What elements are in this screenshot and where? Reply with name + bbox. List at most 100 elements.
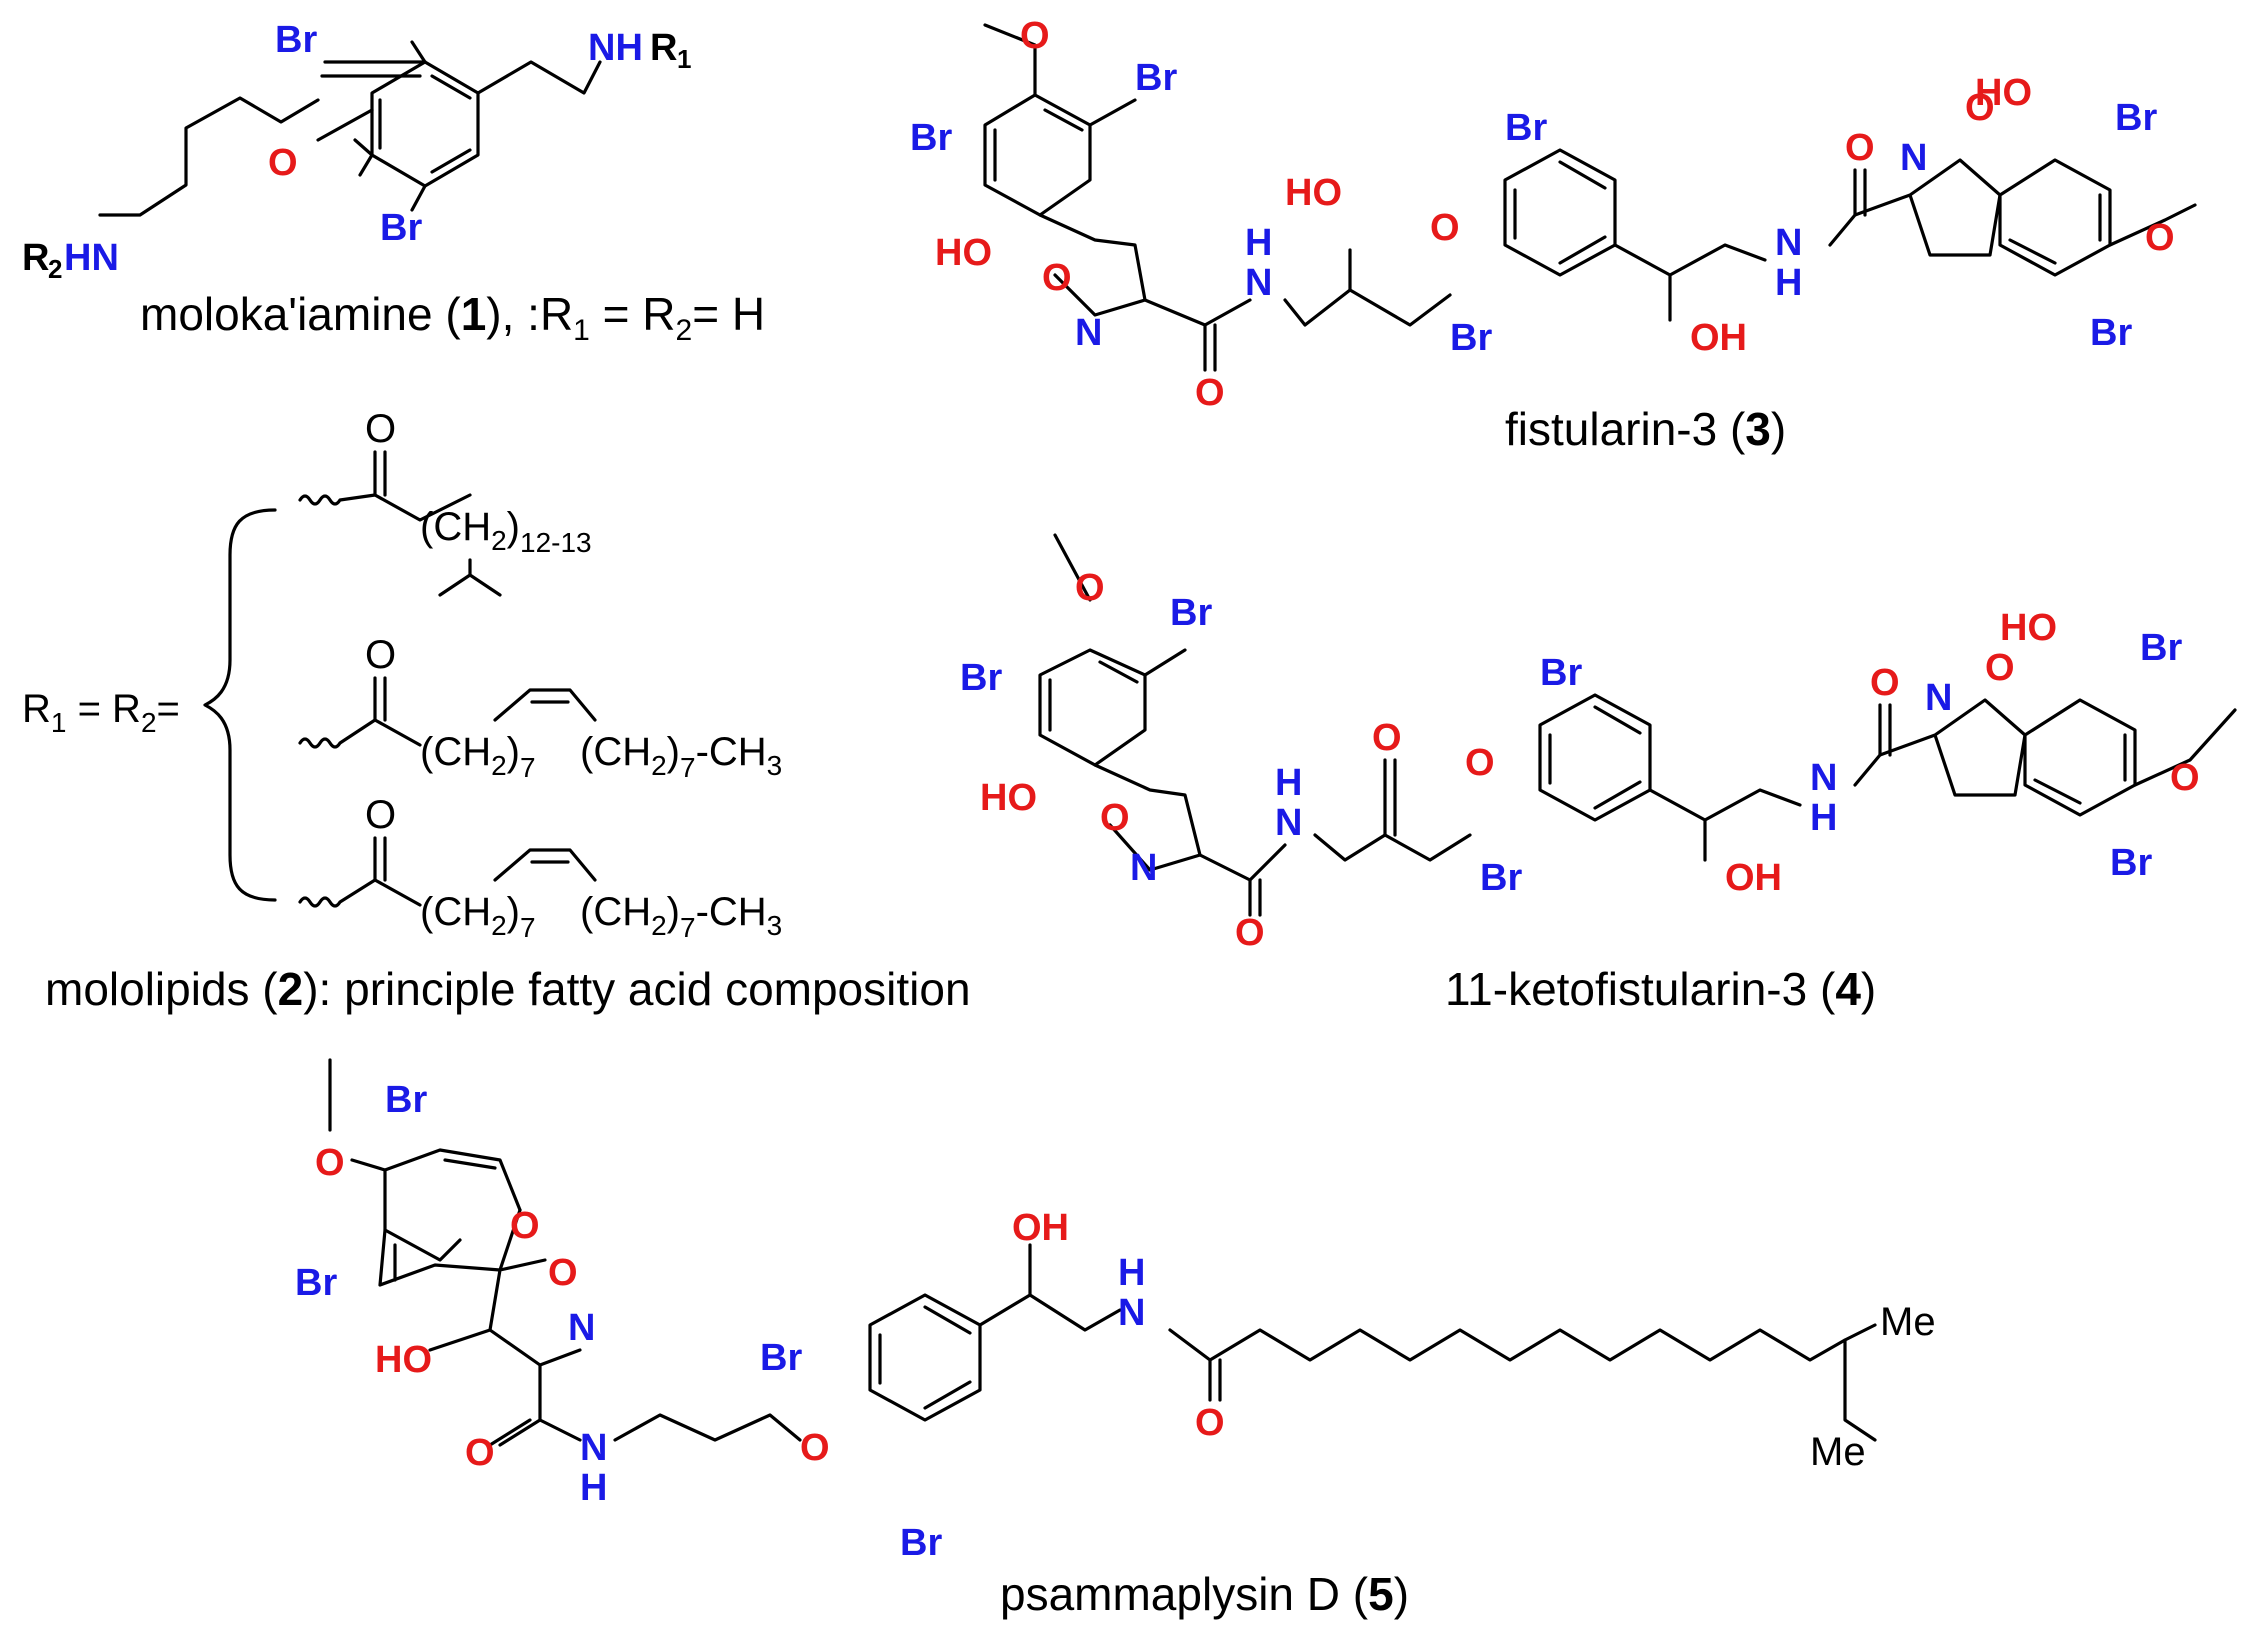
psamm-nh-n-1: N [580,1427,607,1469]
moloka-caption-eq1: = R [590,288,676,340]
keto-oh-mid: OH [1725,857,1782,899]
keto-br-4: Br [1480,857,1522,899]
fistularin-ring-o-left: O [1042,257,1072,299]
keto-carbonyl-o-right: O [1870,662,1900,704]
lipid3-chain-a: (CH2)7 [420,890,536,943]
psamm-nh-h-2: H [1118,1252,1145,1294]
keto-nh-n-right: N [1810,757,1837,799]
fistularin-br-2: Br [910,117,952,159]
moloka-r2: R [22,237,49,279]
fistularin-br-6: Br [2090,312,2132,354]
moloka-hn: HN [64,237,119,279]
psamm-br-1: Br [385,1079,427,1121]
moloka-caption-eq2: = H [692,288,765,340]
keto-ether-o: O [1465,742,1495,784]
fistularin-nh-h-left: H [1245,222,1272,264]
fistularin-oh-mid: OH [1690,317,1747,359]
psamm-br-4: Br [900,1522,942,1564]
keto-ome-o-right: O [2170,757,2200,799]
moloka-r1: R [650,27,677,69]
moloka-ether-o: O [268,142,298,184]
keto-nh-h-left: H [1275,762,1302,804]
fistularin-ring-n-left: N [1075,312,1102,354]
lipid1-chain: (CH2)12-13 [420,505,592,558]
ketofistularin-3-structure: O Br Br HO O N O H N O O Br Br OH N H O … [960,533,2237,1015]
fistularin-ho-left: HO [935,232,992,274]
fistularin-br-5: Br [2115,97,2157,139]
psamm-br-2: Br [295,1262,337,1304]
fistularin-br-1: Br [1135,57,1177,99]
psamm-ether-o: O [800,1427,830,1469]
r-group-lhs: R1 = R2= [22,687,180,738]
lipid3-chain-b: (CH2)7-CH3 [580,890,782,943]
fistularin-br-4: Br [1450,317,1492,359]
fistularin-ho-mid: HO [1285,172,1342,214]
moloka-caption: moloka'iamine (1), :R1 = R2= H [140,288,765,347]
fistularin-carbonyl-o-right: O [1845,127,1875,169]
moloka-caption-number: 1 [461,288,487,340]
ketofistularin-caption: 11-ketofistularin-3 (4) [1445,963,1876,1015]
moloka-caption-suffix: ), :R [486,288,573,340]
fistularin-carbonyl-o-left: O [1195,372,1225,414]
moloka-r1-sub: 1 [677,44,691,74]
psamm-br-3: Br [760,1337,802,1379]
psamm-ome-o: O [315,1142,345,1184]
fistularin-nh-n-left: N [1245,262,1272,304]
psamm-ring-o-2: O [548,1252,578,1294]
psamm-ring-n: N [568,1307,595,1349]
lipid2-chain-b: (CH2)7-CH3 [580,730,782,783]
lipid2-o: O [365,633,396,677]
keto-carbonyl-o-left: O [1235,912,1265,954]
psammaplysin-d-structure: Br O O Br O N HO O N H O Br Br OH H N O … [295,1058,1936,1620]
psammaplysin-caption: psammaplysin D (5) [1000,1568,1409,1620]
psamm-me-1: Me [1880,1300,1936,1344]
fistularin-br-3: Br [1505,107,1547,149]
fistularin-caption: fistularin-3 (3) [1505,403,1786,455]
psamm-me-2: Me [1810,1430,1866,1474]
keto-ring-n-right: N [1925,677,1952,719]
fistularin-ring-n-right: N [1900,137,1927,179]
keto-ho-left: HO [980,777,1037,819]
moloka-caption-name: moloka'iamine ( [140,288,461,340]
moloka-r2-sub: 2 [48,254,62,284]
keto-br-5: Br [2140,627,2182,669]
fistularin-ho-right: HO [1975,72,2032,114]
moloka-caption-r2-sub: 2 [676,314,693,347]
keto-ho-right: HO [2000,607,2057,649]
lipid2-chain-a: (CH2)7 [420,730,536,783]
moloka-caption-r1-sub: 1 [573,314,590,347]
keto-nh-h-right: H [1810,797,1837,839]
keto-nh-n-left: N [1275,802,1302,844]
keto-br-6: Br [2110,842,2152,884]
psamm-ring-o-1: O [510,1205,540,1247]
moloka-nh: NH [588,27,643,69]
fistularin-ring-o-right: O [1965,87,1995,129]
keto-br-1: Br [1170,592,1212,634]
keto-br-3: Br [1540,652,1582,694]
psamm-carbonyl-o-1: O [465,1432,495,1474]
fistularin-ome-o-left: O [1020,15,1050,57]
keto-br-2: Br [960,657,1002,699]
mololipids-caption: mololipids (2): principle fatty acid com… [45,963,971,1015]
fistularin-ome-o-right: O [2145,217,2175,259]
keto-ome-o-left: O [1075,567,1105,609]
mololipids-r-groups: O O O (CH2)12-13 (CH2)7 (CH2)7-CH3 (CH2)… [22,407,971,1015]
psamm-oh: OH [1012,1207,1069,1249]
fistularin-ether-o: O [1430,207,1460,249]
moloka-iamine-structure: Br Br O NH R 1 R 2 HN moloka'iamine (1),… [22,19,765,347]
fistularin-nh-h-right: H [1775,262,1802,304]
keto-ketone-o: O [1372,717,1402,759]
keto-ring-o-left: O [1100,797,1130,839]
psamm-ho: HO [375,1339,432,1381]
psamm-nh-h-1: H [580,1467,607,1509]
fistularin-3-structure: O Br Br HO O N O H N HO O Br Br OH N H O… [910,15,2197,455]
moloka-br-top: Br [275,19,317,61]
keto-ring-n-left: N [1130,847,1157,889]
moloka-br-bottom: Br [380,207,422,249]
lipid3-o: O [365,793,396,837]
psamm-carbonyl-o-2: O [1195,1402,1225,1444]
keto-ring-o-right: O [1985,647,2015,689]
fistularin-nh-n-right: N [1775,222,1802,264]
lipid1-o: O [365,407,396,451]
